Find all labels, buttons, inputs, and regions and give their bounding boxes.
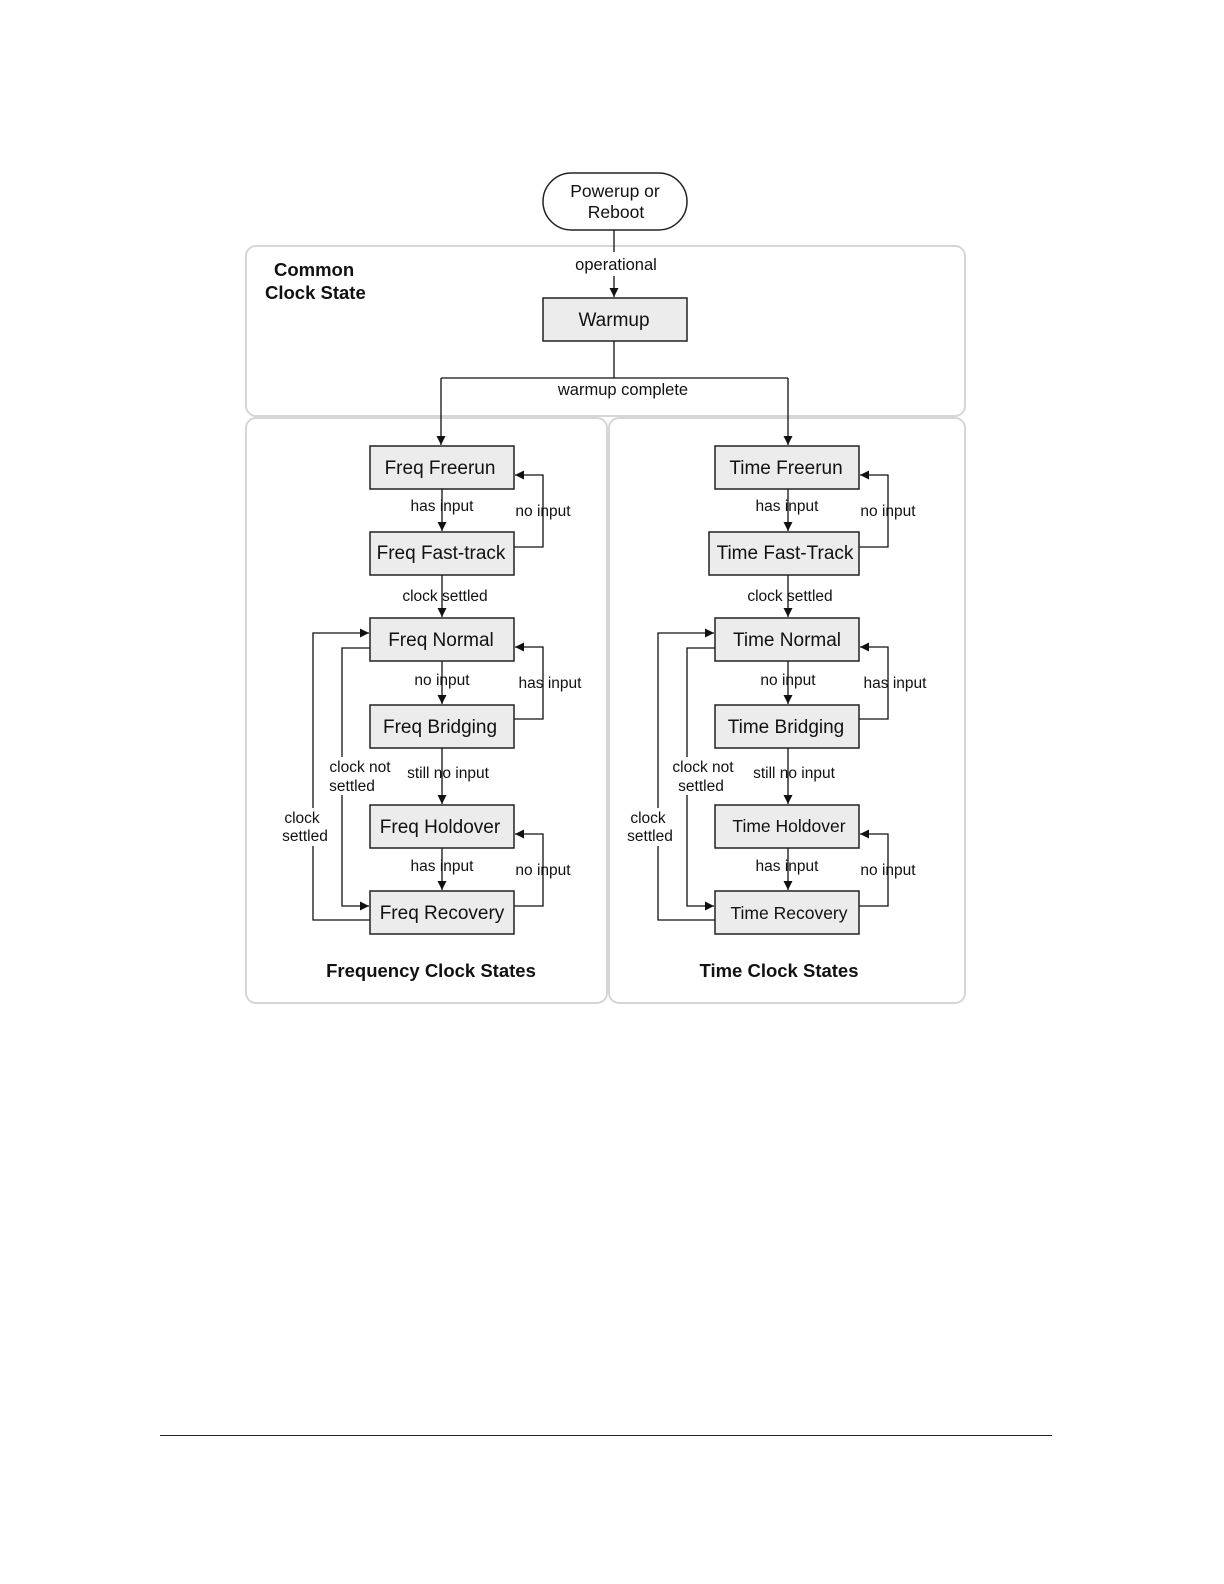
freq-edge-clock-not-line2: settled	[329, 778, 375, 795]
state-freq-freerun-label: Freq Freerun	[385, 458, 496, 479]
freq-edge-clock-settled: clock settled	[402, 588, 487, 605]
state-warmup-label: Warmup	[578, 310, 649, 331]
time-edge-has-input-3: has input	[756, 858, 820, 875]
edge-label-warmup-complete: warmup complete	[557, 381, 688, 399]
freq-edge-has-input-1: has input	[411, 498, 475, 515]
powerup-reboot-line2: Reboot	[588, 202, 645, 222]
state-time-fasttrack	[708, 531, 860, 576]
common-clock-state-group	[245, 245, 966, 417]
page-footer-rule	[160, 1435, 1052, 1436]
state-freq-bridging	[369, 704, 515, 749]
state-time-recovery-label: Time Recovery	[730, 903, 847, 923]
state-freq-holdover-label: Freq Holdover	[380, 817, 501, 838]
state-time-recovery	[714, 890, 860, 935]
state-freq-freerun	[369, 445, 515, 490]
state-freq-recovery-label: Freq Recovery	[380, 903, 505, 924]
freq-edge-no-input-3: no input	[515, 862, 571, 879]
time-edge-clock-not-line1: clock not	[672, 759, 734, 776]
frequency-group-title: Frequency Clock States	[326, 960, 536, 981]
time-edge-still-no-input: still no input	[753, 765, 836, 782]
freq-edge-no-input-1: no input	[515, 503, 571, 520]
state-freq-fasttrack-label: Freq Fast-track	[377, 543, 506, 564]
freq-edge-no-input-2: no input	[414, 672, 470, 689]
freq-edge-has-input-2: has input	[519, 675, 583, 692]
state-time-freerun	[714, 445, 860, 490]
state-warmup	[542, 297, 688, 342]
state-time-holdover	[714, 804, 860, 849]
common-group-title-line2: Clock State	[265, 282, 366, 303]
time-edge-clock-not-line2: settled	[678, 778, 724, 795]
frequency-clock-states-group	[245, 417, 608, 1004]
freq-edge-has-input-3: has input	[411, 858, 475, 875]
time-edge-clock-settled-left-line1: clock	[630, 810, 666, 827]
time-clock-states-group	[608, 417, 966, 1004]
time-edge-clock-settled: clock settled	[747, 588, 832, 605]
time-edge-no-input-2: no input	[760, 672, 816, 689]
time-edge-clock-settled-left-line2: settled	[627, 828, 673, 845]
state-time-bridging-label: Time Bridging	[728, 717, 845, 738]
state-time-fasttrack-label: Time Fast-Track	[717, 543, 854, 564]
state-freq-holdover	[369, 804, 515, 849]
freq-edge-clock-settled-left-line2: settled	[282, 828, 328, 845]
state-freq-normal-label: Freq Normal	[388, 630, 494, 651]
time-edge-no-input-3: no input	[860, 862, 916, 879]
state-freq-normal	[369, 617, 515, 662]
time-edge-no-input-1: no input	[860, 503, 916, 520]
state-freq-recovery	[369, 890, 515, 935]
freq-edge-still-no-input: still no input	[407, 765, 490, 782]
freq-edge-clock-not-line1: clock not	[329, 759, 391, 776]
state-time-freerun-label: Time Freerun	[729, 458, 842, 479]
state-freq-fasttrack	[369, 531, 515, 576]
state-time-normal-label: Time Normal	[733, 630, 841, 651]
edge-label-operational: operational	[575, 256, 657, 274]
powerup-reboot-line1: Powerup or	[570, 181, 660, 201]
state-time-bridging	[714, 704, 860, 749]
state-time-holdover-label: Time Holdover	[732, 816, 845, 836]
state-time-normal	[714, 617, 860, 662]
common-group-title-line1: Common	[274, 259, 354, 280]
time-edge-has-input-2: has input	[864, 675, 928, 692]
freq-edge-clock-settled-left-line1: clock	[284, 810, 320, 827]
powerup-reboot-node	[542, 172, 688, 231]
time-edge-has-input-1: has input	[756, 498, 820, 515]
time-group-title: Time Clock States	[699, 960, 858, 981]
state-freq-bridging-label: Freq Bridging	[383, 717, 497, 738]
